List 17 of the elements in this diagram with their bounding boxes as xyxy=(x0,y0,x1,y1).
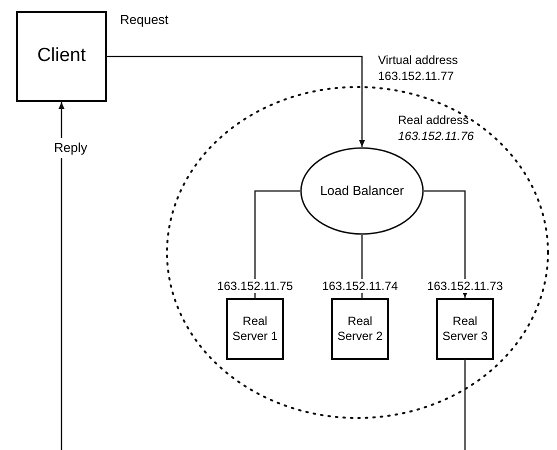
node-label: Real Server 1 xyxy=(231,314,279,344)
ip-address-label: 163.152.11.74 xyxy=(320,279,400,293)
arrow xyxy=(424,190,468,298)
address-note: Real address 163.152.11.76 xyxy=(398,112,475,144)
client-box xyxy=(16,11,107,102)
arrow xyxy=(58,102,64,450)
ellipse-node xyxy=(300,147,424,235)
ip-address-label: 163.152.11.73 xyxy=(425,279,505,293)
ip-address-label: 163.152.11.75 xyxy=(215,279,295,293)
dotted-circle xyxy=(165,85,550,420)
node-label: Client xyxy=(37,44,86,68)
node-label: Load Balancer xyxy=(320,182,404,200)
node-label: Real Server 2 xyxy=(336,314,384,344)
node-label: Real Server 3 xyxy=(441,314,489,344)
arrow xyxy=(107,56,365,147)
address-note: Virtual address 163.152.11.77 xyxy=(378,52,459,84)
edge-label: Reply xyxy=(52,138,90,158)
